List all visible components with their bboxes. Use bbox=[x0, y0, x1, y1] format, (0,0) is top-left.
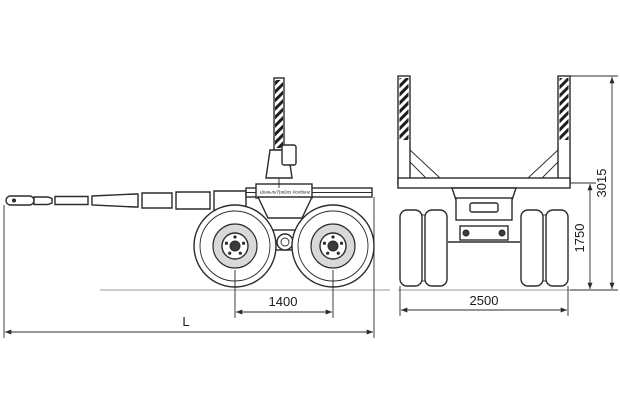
left-dual-tires bbox=[399, 209, 448, 287]
drawbar-plate-text: ШиньлиТрейлз Холдинг bbox=[260, 189, 311, 195]
wheel-nut bbox=[224, 241, 229, 245]
drawbar bbox=[33, 190, 247, 211]
wheel-nut bbox=[228, 251, 232, 255]
dim-total-height-label: 3015 bbox=[594, 169, 609, 198]
side-stake bbox=[265, 77, 297, 188]
dim-length: L bbox=[3, 197, 375, 338]
dim-track: 2500 bbox=[399, 286, 569, 316]
left-stake bbox=[397, 75, 411, 185]
dim-wheelbase-label: 1400 bbox=[269, 294, 298, 309]
dim-length-label: L bbox=[182, 314, 189, 329]
rear-wheel bbox=[193, 204, 277, 288]
wheel-nut bbox=[322, 241, 327, 245]
dim-track-label: 2500 bbox=[470, 293, 499, 308]
side-view: ШиньлиТрейлз Холдинг bbox=[3, 77, 390, 338]
right-dual-tires bbox=[520, 209, 569, 287]
wheel-nut bbox=[238, 251, 242, 255]
wheel-nut bbox=[339, 241, 344, 245]
dim-platform-height: 1750 bbox=[570, 182, 596, 291]
rear-frame bbox=[448, 187, 520, 243]
wheel-nuts bbox=[224, 235, 344, 255]
rear-view: 2500 1750 3015 bbox=[397, 75, 618, 316]
wheel-nut bbox=[336, 251, 340, 255]
wheel-nut bbox=[233, 235, 237, 239]
dim-total-height: 3015 bbox=[570, 75, 618, 291]
right-stake bbox=[557, 75, 571, 185]
bolster-beam bbox=[397, 149, 571, 189]
front-wheel bbox=[291, 204, 375, 288]
dim-wheelbase: 1400 bbox=[234, 270, 334, 318]
wheel-nut bbox=[326, 251, 330, 255]
dim-platform-height-label: 1750 bbox=[572, 224, 587, 253]
wheel-nut bbox=[241, 241, 246, 245]
wheel-nut bbox=[331, 235, 335, 239]
chassis-beam: ШиньлиТрейлз Холдинг bbox=[245, 183, 373, 199]
hitch-eye bbox=[5, 195, 35, 206]
